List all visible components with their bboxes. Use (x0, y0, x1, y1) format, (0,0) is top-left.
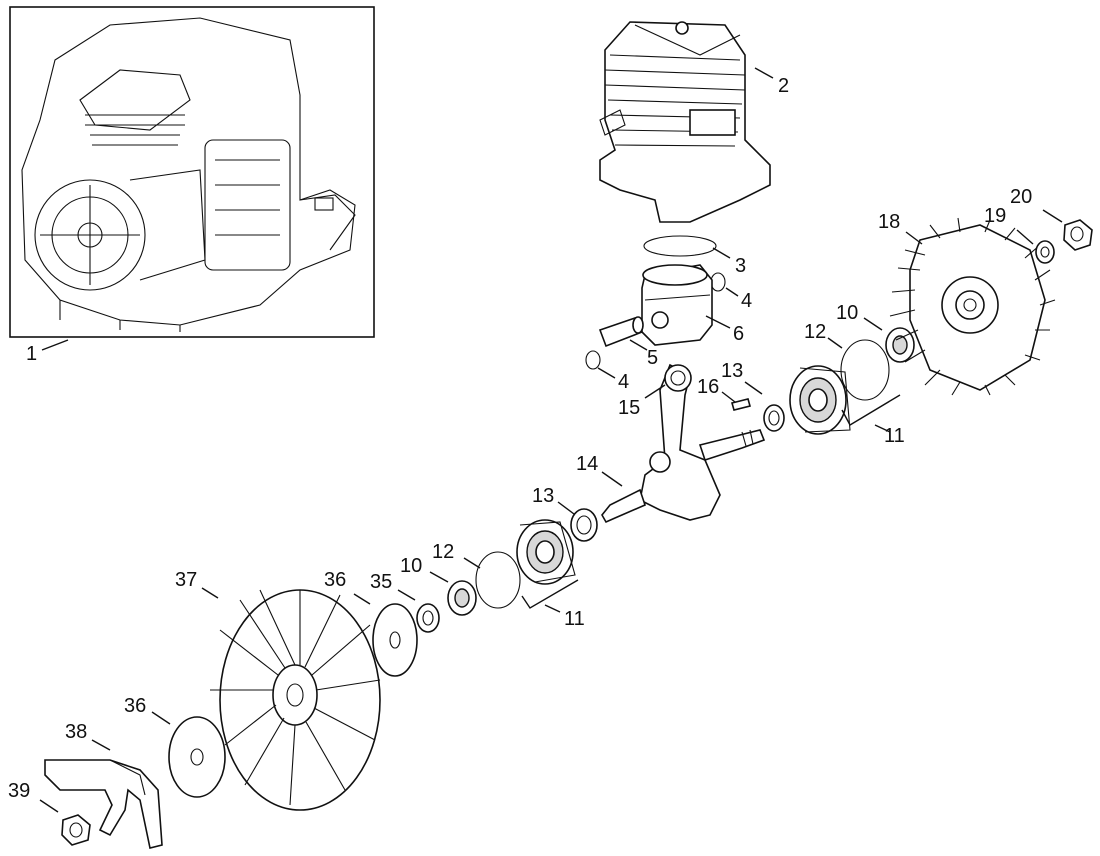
callout-19: 19 (984, 205, 1006, 227)
callout-1: 1 (26, 343, 37, 365)
callout-10-right: 10 (836, 302, 858, 324)
seal-left (447, 580, 477, 616)
piston-pin-part (598, 316, 644, 348)
leader-11a (521, 579, 579, 613)
bearing-left (516, 519, 576, 585)
leader-2 (754, 67, 774, 79)
callout-11-left: 11 (564, 608, 585, 630)
leader-3 (712, 247, 731, 259)
callout-15: 15 (618, 397, 640, 419)
shim-left (570, 508, 598, 542)
leader-4a (725, 287, 739, 297)
leader-10a (429, 571, 449, 583)
leader-10b (863, 317, 883, 331)
callout-20: 20 (1010, 186, 1032, 208)
shim-right (763, 404, 785, 432)
callout-11-right: 11 (884, 425, 905, 447)
callout-36-upper: 36 (324, 569, 346, 591)
leader-36b (151, 711, 171, 725)
callout-35: 35 (370, 571, 392, 593)
callout-18: 18 (878, 211, 900, 233)
oring-right (840, 339, 890, 401)
fan-wheel-part (210, 589, 381, 811)
piston-ring-part (643, 235, 717, 257)
callout-12-right: 12 (804, 321, 826, 343)
callout-14: 14 (576, 453, 598, 475)
leader-12b (827, 337, 843, 349)
leader-1 (41, 339, 69, 351)
leader-36a (353, 593, 371, 605)
washer-part-19 (1035, 240, 1055, 264)
cylinder-part (599, 21, 771, 223)
crankshaft-part (601, 363, 766, 524)
bearing-right (789, 365, 851, 435)
leader-13a (557, 501, 575, 515)
callout-6: 6 (733, 323, 744, 345)
piston-part (641, 264, 713, 346)
leader-6 (705, 315, 731, 329)
callout-5: 5 (647, 347, 658, 369)
leader-39 (39, 799, 59, 813)
leader-12a (463, 557, 481, 569)
flywheel-part (889, 217, 1056, 396)
callout-37: 37 (175, 569, 197, 591)
leader-11b (841, 394, 901, 433)
callout-38: 38 (65, 721, 87, 743)
leader-19 (1016, 229, 1034, 245)
callout-4-upper: 4 (741, 290, 752, 312)
leader-14 (601, 471, 623, 487)
callout-2: 2 (778, 75, 789, 97)
leader-20 (1042, 209, 1063, 223)
woodruff-key-part (731, 398, 751, 411)
piston-clip-part-lower (585, 350, 601, 370)
leader-35 (397, 589, 416, 601)
leader-18 (905, 231, 923, 245)
leader-37 (201, 587, 219, 599)
callout-4-lower: 4 (618, 371, 629, 393)
engine-assembly-inset (9, 6, 375, 338)
leader-15 (644, 384, 666, 399)
callout-13-left: 13 (532, 485, 554, 507)
leader-5 (629, 339, 648, 351)
oring-left (475, 551, 521, 609)
callout-13-right: 13 (721, 360, 743, 382)
callout-3: 3 (735, 255, 746, 277)
callout-36-lower: 36 (124, 695, 146, 717)
callout-12-left: 12 (432, 541, 454, 563)
piston-clip-part-upper (710, 272, 726, 292)
callout-39: 39 (8, 780, 30, 802)
disc-part-36-lower (168, 716, 226, 798)
nut-part-20 (1063, 219, 1093, 251)
leader-lines (39, 67, 1063, 813)
nut-part-39 (61, 814, 91, 846)
disc-part-36-upper (372, 603, 418, 677)
leader-13b (744, 381, 763, 395)
callout-16: 16 (697, 376, 719, 398)
pawl-part-38 (44, 759, 163, 849)
leader-4b (597, 367, 616, 379)
leader-38 (91, 739, 111, 751)
seal-right (885, 327, 915, 363)
callout-labels: 1 2 3 4 6 5 4 15 16 13 12 10 11 18 19 20… (8, 75, 1032, 802)
washer-part-35 (416, 603, 440, 633)
callout-10-left: 10 (400, 555, 422, 577)
leader-16 (721, 391, 736, 403)
